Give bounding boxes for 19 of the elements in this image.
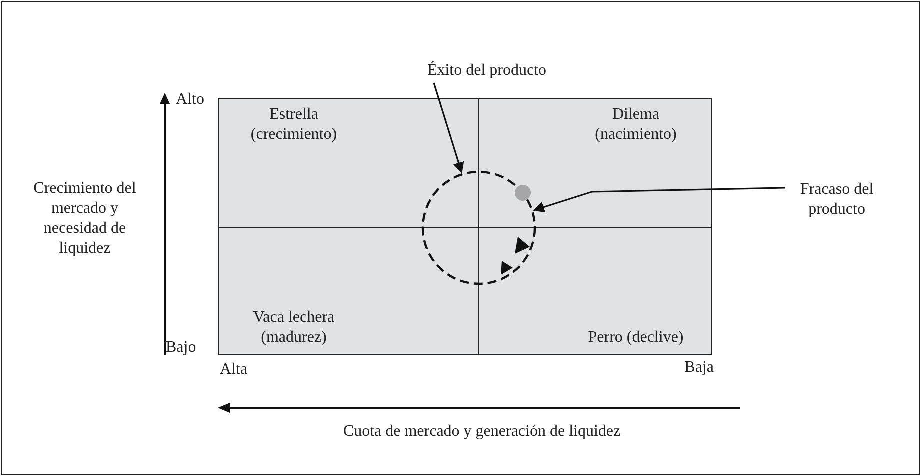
quadrant-label: Vaca lechera (madurez) [252, 308, 336, 348]
quadrant-label: Perro (declive) [587, 328, 685, 348]
dashed-cycle-circle [422, 171, 536, 285]
axis-label: Crecimiento del mercado y necesidad de liquidez [32, 179, 138, 259]
axis-label: Baja [684, 358, 714, 378]
matrix-quadrant [218, 98, 479, 228]
callout-text: Éxito del producto [427, 61, 547, 81]
matrix-quadrant [478, 227, 712, 355]
quadrant-label: Estrella (crecimiento) [250, 105, 338, 145]
leader-arrow [433, 82, 464, 174]
matrix-quadrant [218, 227, 479, 355]
axis-label: Cuota de mercado y generación de liquidez [342, 422, 622, 442]
axis-label: Alto [176, 90, 206, 110]
axis-label: Alta [220, 360, 249, 380]
axis-label: Bajo [166, 338, 198, 358]
callout-text: Fracaso del producto [799, 180, 875, 220]
leader-arrow [533, 187, 786, 213]
matrix-quadrant [478, 98, 712, 228]
quadrant-label: Dilema (nacimiento) [594, 105, 678, 145]
